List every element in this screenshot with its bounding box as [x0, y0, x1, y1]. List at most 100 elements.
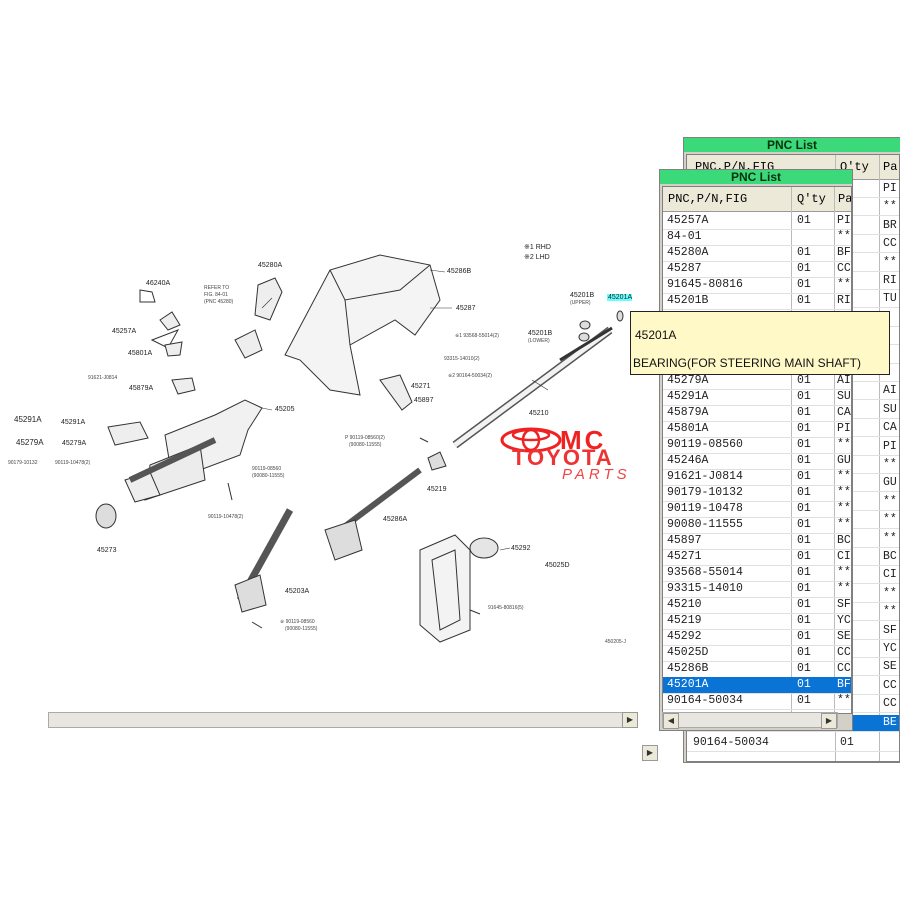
- label-45286A[interactable]: 45286A: [383, 516, 408, 523]
- label-90119-a[interactable]: 90119-08560: [252, 466, 282, 472]
- label-91645[interactable]: 91645-80816(5): [488, 605, 524, 611]
- qty-cell: 01: [797, 694, 811, 707]
- label-45287[interactable]: 45287: [456, 305, 476, 312]
- pnc-cell: 90119-10478: [667, 502, 743, 515]
- diagram-scroll-corner-button[interactable]: ▶: [642, 745, 658, 761]
- window-title: PNC List: [660, 170, 852, 184]
- pnc-cell: 45025D: [667, 646, 709, 659]
- label-45279A-left[interactable]: 45279A: [16, 438, 44, 447]
- label-90119-b[interactable]: ※ 90119-08560: [280, 619, 315, 625]
- label-45280A[interactable]: 45280A: [258, 262, 283, 269]
- qty-cell: 01: [797, 294, 811, 307]
- pa-cell: **: [837, 582, 851, 595]
- label-45279A[interactable]: 45279A: [62, 440, 87, 447]
- label-90164[interactable]: ※2 90164-50034(2): [448, 373, 492, 379]
- label-93568[interactable]: ※1 93568-55014(2): [455, 333, 499, 339]
- label-46240A[interactable]: 46240A: [146, 280, 171, 287]
- qty-cell: 01: [797, 470, 811, 483]
- qty-cell: 01: [797, 534, 811, 547]
- label-45201B-lower[interactable]: 45201B: [528, 330, 553, 337]
- diagram-h-scrollbar[interactable]: [48, 712, 638, 728]
- label-45203A[interactable]: 45203A: [285, 588, 310, 595]
- pa-cell: **: [837, 470, 851, 483]
- pa-cell: YC: [837, 614, 851, 627]
- col-part-header[interactable]: Pa: [883, 160, 898, 174]
- pnc-cell: 45257A: [667, 214, 709, 227]
- part-cell: BC: [883, 550, 897, 563]
- table-row[interactable]: 84-01**: [663, 229, 851, 246]
- table-row[interactable]: 45291A 01 SU: [663, 389, 851, 406]
- diagram-scroll-right-button[interactable]: ▶: [622, 712, 638, 728]
- label-45801A[interactable]: 45801A: [128, 350, 153, 357]
- label-45291A[interactable]: 45291A: [61, 419, 86, 426]
- part-cell: **: [883, 531, 897, 545]
- grid-h-scrollbar[interactable]: ◀ ▶: [662, 712, 838, 729]
- diagram-drawing: [95, 254, 631, 643]
- label-91621[interactable]: 91621-J0814: [88, 375, 118, 381]
- label-45292[interactable]: 45292: [511, 545, 531, 552]
- pnc-cell: 45279A: [667, 374, 709, 387]
- col-pnc-header[interactable]: PNC,P/N,FIG: [668, 192, 748, 206]
- scroll-left-button[interactable]: ◀: [663, 713, 679, 729]
- label-45271[interactable]: 45271: [411, 383, 431, 390]
- qty-cell: 01: [797, 502, 811, 515]
- label-45897[interactable]: 45897: [414, 397, 434, 404]
- label-90119-10478-b[interactable]: 90119-10478(2): [208, 514, 244, 520]
- col-divider: [834, 187, 835, 713]
- label-45201A[interactable]: 45201A: [608, 294, 633, 301]
- label-45286B[interactable]: 45286B: [447, 268, 472, 275]
- part-cell: YC: [883, 642, 897, 655]
- label-45291A-left[interactable]: 45291A: [14, 415, 42, 424]
- label-45257A[interactable]: 45257A: [112, 328, 137, 335]
- qty-cell: 01: [797, 390, 811, 403]
- label-45201B-upper[interactable]: 45201B: [570, 292, 595, 299]
- table-row[interactable]: 90164-50034 01: [687, 735, 899, 752]
- pa-cell: SU: [837, 390, 851, 403]
- col-part-header[interactable]: Pa: [838, 192, 852, 206]
- pnc-cell: 45291A: [667, 390, 709, 403]
- label-90119-10478[interactable]: 90119-10478(2): [55, 460, 91, 466]
- col-qty-header[interactable]: Q'ty: [797, 192, 826, 206]
- window-title: PNC List: [684, 138, 900, 152]
- label-45210[interactable]: 45210: [529, 410, 549, 417]
- part-cell: SE: [883, 660, 897, 674]
- label-45219[interactable]: 45219: [427, 486, 447, 493]
- label-93315[interactable]: 93315-14010(2): [444, 356, 480, 362]
- label-45879A[interactable]: 45879A: [129, 385, 154, 392]
- label-90119-08560-p[interactable]: P 90119-08560(2): [345, 435, 385, 441]
- label-45205[interactable]: 45205: [275, 406, 295, 413]
- label-45273[interactable]: 45273: [97, 547, 117, 554]
- pa-cell: CC: [837, 662, 851, 675]
- label-45025D[interactable]: 45025D: [545, 562, 570, 569]
- part-cell: **: [883, 605, 897, 619]
- scroll-right-button[interactable]: ▶: [821, 713, 837, 729]
- label-90179[interactable]: 90179-10132: [8, 460, 38, 466]
